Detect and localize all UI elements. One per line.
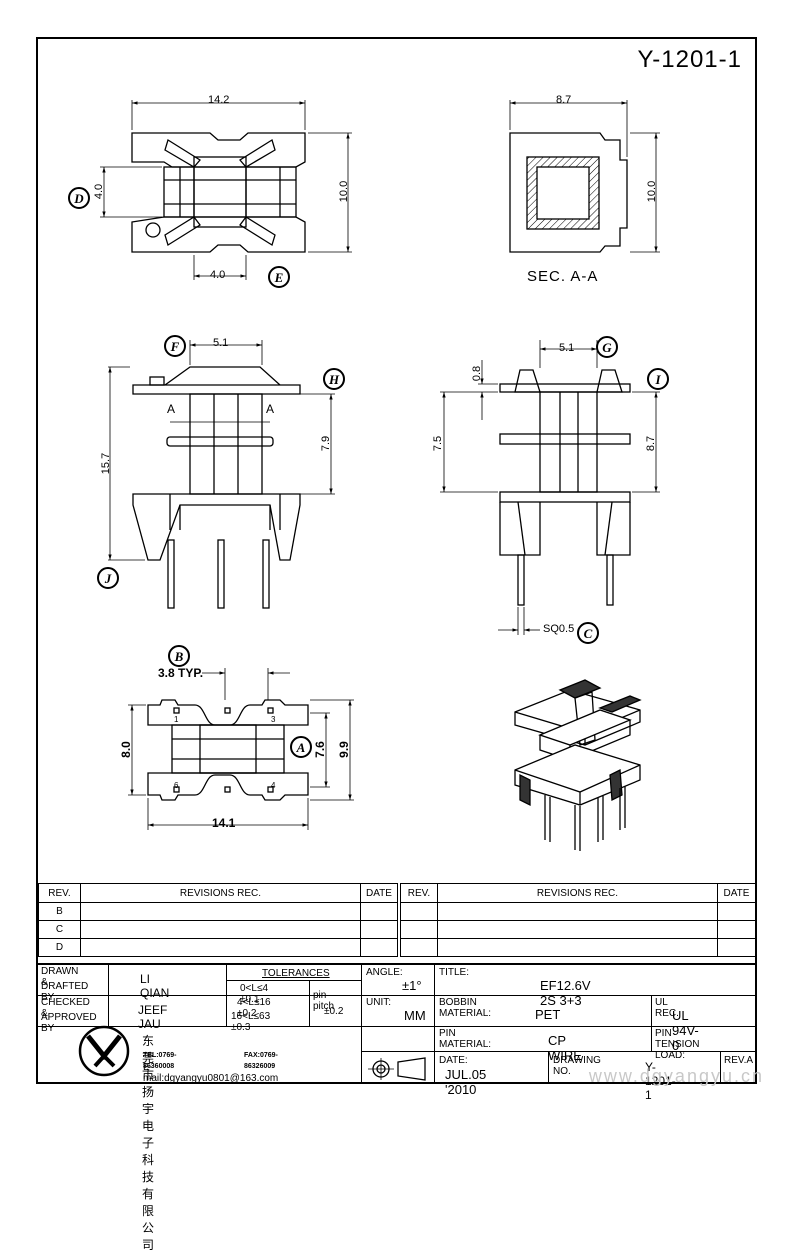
dim-side-gap: 5.1 <box>559 342 575 354</box>
callout-d: D <box>68 187 90 209</box>
checked-by: JEEF JAU <box>138 1003 168 1031</box>
dim-top-width: 14.2 <box>208 94 230 106</box>
rev-row-b: B <box>38 902 81 921</box>
callout-c: C <box>577 622 599 644</box>
dim-side-75: 7.5 <box>432 435 445 452</box>
drawn-label-1: DRAWN & <box>41 966 79 988</box>
dim-sec-width: 8.7 <box>556 94 572 106</box>
callout-h: H <box>323 368 345 390</box>
cut-a-left: A <box>167 402 176 416</box>
tolerance-2: 4<L≤16 ±0.2 <box>237 997 271 1019</box>
drawn-by: LI QIAN <box>140 972 170 1000</box>
bobbin-material-label: BOBBIN MATERIAL: <box>439 997 492 1019</box>
angle-value: ±1° <box>402 978 422 993</box>
revisions-table-right: REV. REVISIONS REC. DATE <box>400 883 756 957</box>
rec-header-right: REVISIONS REC. <box>437 883 718 903</box>
ul-rec-value: UL 94V-0 <box>672 1008 699 1053</box>
pin-number-6: 6 <box>174 781 179 790</box>
top-view <box>100 100 352 280</box>
tolerance-3: 16<L≤63 ±0.3 <box>231 1011 271 1033</box>
rev-header: REV. <box>38 883 81 903</box>
pin-number-3: 3 <box>271 715 276 724</box>
tolerances-title: TOLERANCES <box>262 968 330 979</box>
checked-label-2: APPROVED BY <box>41 1012 97 1034</box>
front-view <box>108 340 335 609</box>
pin-material-label: PIN MATERIAL: <box>439 1028 492 1050</box>
bobbin-material-value: PET <box>535 1007 561 1022</box>
dim-top-pin: 4.0 <box>210 269 226 281</box>
callout-b: B <box>168 645 190 667</box>
revisions-table-left: REV. REVISIONS REC. DATE B C D <box>38 883 398 957</box>
callout-a: A <box>290 736 312 758</box>
rev-header-right: REV. <box>400 883 438 903</box>
company-email: E-mail:dgyangyu0801@163.com <box>143 1062 279 1084</box>
date-label: DATE: <box>439 1055 468 1066</box>
watermark: www.dgyangyu.cn <box>588 1066 764 1086</box>
drawing-no-label: DRAWING NO. <box>553 1055 601 1077</box>
projection-symbol <box>368 1057 426 1081</box>
dim-top-height: 10.0 <box>338 180 351 203</box>
pin-material-value: CP WIRE <box>548 1033 582 1063</box>
date-header-right: DATE <box>717 883 756 903</box>
company-tel: TEL:0769-86360008 <box>143 1052 177 1070</box>
callout-f: F <box>164 335 186 357</box>
ul-rec-label: UL REC. <box>655 997 679 1019</box>
rev-row-d: D <box>38 938 81 957</box>
drawn-label-2: DRAFTED BY <box>41 981 89 1003</box>
section-label: SEC. A-A <box>527 268 599 285</box>
side-view <box>440 340 660 635</box>
callout-i: I <box>647 368 669 390</box>
callout-e: E <box>268 266 290 288</box>
rec-header: REVISIONS REC. <box>80 883 361 903</box>
dim-side-87: 8.7 <box>645 435 658 452</box>
cut-a-right: A <box>266 402 275 416</box>
dim-bot-141: 14.1 <box>212 816 236 830</box>
drawing-no-value: Y-1201-1 <box>645 1060 676 1102</box>
callout-g: G <box>596 336 618 358</box>
rev-label: REV.A <box>724 1055 754 1066</box>
drawing-number-top: Y-1201-1 <box>637 46 742 73</box>
dim-bot-80: 8.0 <box>118 741 133 758</box>
company-fax: FAX:0769-86326009 <box>244 1052 278 1070</box>
title-label: TITLE: <box>439 967 470 978</box>
dim-bot-pitch: 3.8 TYP. <box>158 666 204 680</box>
pin-pitch-tol: ±0.2 <box>324 1006 344 1017</box>
drawing-frame <box>36 37 757 1084</box>
company-logo <box>78 1025 130 1077</box>
pin-number-1: 1 <box>174 715 179 724</box>
pin-number-4: 4 <box>271 781 276 790</box>
callout-j: J <box>97 567 119 589</box>
unit-label: UNIT: <box>366 997 391 1008</box>
checked-label-1: CHECKED & <box>41 997 90 1019</box>
section-view <box>509 100 660 253</box>
bottom-view <box>128 668 354 830</box>
dim-front-gap: 5.1 <box>213 337 229 349</box>
title-value: EF12.6V 2S 3+3 <box>540 978 591 1008</box>
rev-row-c: C <box>38 920 81 939</box>
angle-label: ANGLE: <box>366 967 403 978</box>
dim-top-core: 4.0 <box>93 183 106 200</box>
date-header: DATE <box>360 883 398 903</box>
dim-front-79: 7.9 <box>320 435 333 452</box>
dim-side-pin: SQ0.5 <box>543 623 575 635</box>
unit-value: MM <box>404 1008 426 1023</box>
dim-bot-99: 9.9 <box>336 741 351 758</box>
tolerance-1: 0<L≤4 ±0.1 <box>240 983 269 1005</box>
dim-bot-76: 7.6 <box>312 741 327 758</box>
isometric-view <box>514 679 642 851</box>
dim-side-08: 0.8 <box>471 365 484 382</box>
pin-tension-label: PIN TENSION LOAD: <box>655 1028 700 1061</box>
pin-pitch-label: pin pitch <box>313 990 335 1012</box>
dim-front-total: 15.7 <box>100 452 113 475</box>
technical-drawing <box>78 100 660 1081</box>
date-value: JUL.05 '2010 <box>445 1067 487 1097</box>
dim-sec-height: 10.0 <box>646 180 659 203</box>
